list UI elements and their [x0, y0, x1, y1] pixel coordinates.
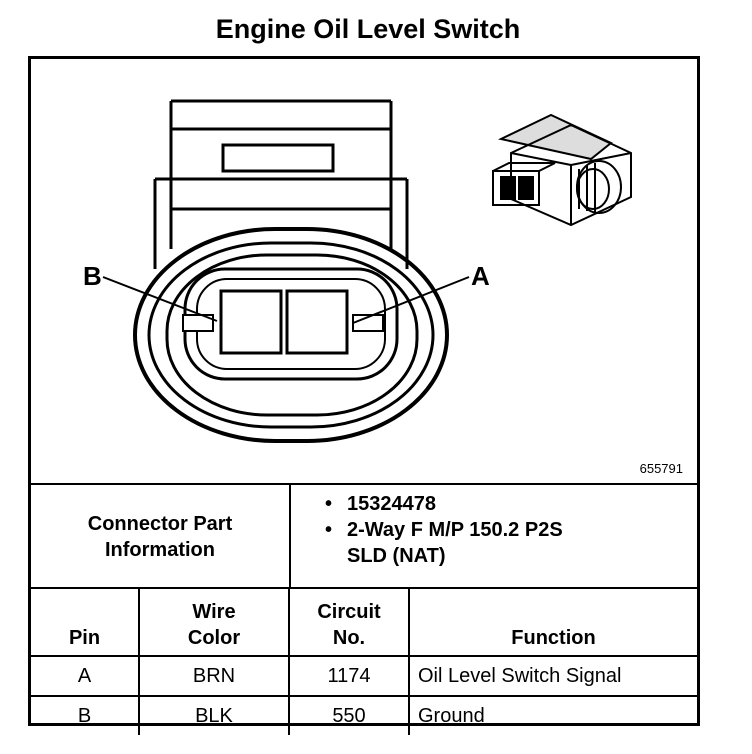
table-row: B BLK 550 Ground — [31, 695, 697, 735]
page-title: Engine Oil Level Switch — [215, 14, 521, 44]
info-label-line2: Information — [105, 539, 215, 561]
info-item-description: • 2-Way F M/P 150.2 P2S — [325, 519, 563, 541]
info-label-line1: Connector Part — [87, 513, 233, 535]
bullet-icon: • — [325, 493, 333, 515]
callout-pin-b: B — [83, 261, 102, 291]
header-pin: Pin — [31, 587, 140, 657]
cell-pin: A — [31, 655, 140, 697]
cell-wire-color: BRN — [138, 655, 290, 697]
connector-diagram: B A 655791 — [31, 59, 697, 483]
connector-frame: B A 655791 Connector Part Information • … — [28, 56, 700, 735]
table-row: A BRN 1174 Oil Level Switch Signal — [31, 655, 697, 697]
header-function: Function — [408, 587, 697, 657]
cell-wire-color: BLK — [138, 695, 290, 735]
connector-face-drawing — [102, 99, 632, 443]
cell-function: Ground — [408, 695, 697, 735]
cell-circuit: 1174 — [288, 655, 410, 697]
cell-pin: B — [31, 695, 140, 735]
connector-part-info-list: • 15324478 • 2-Way F M/P 150.2 P2S SLD (… — [321, 491, 563, 569]
connector-part-info-row: Connector Part Information • 15324478 • … — [31, 483, 697, 589]
cell-circuit: 550 — [288, 695, 410, 735]
figure-id: 655791 — [639, 461, 683, 476]
cell-function: Oil Level Switch Signal — [408, 655, 697, 697]
callout-pin-a: A — [471, 261, 490, 291]
info-item-description-cont: SLD (NAT) — [347, 545, 446, 567]
connector-part-info-label: Connector Part Information — [31, 485, 291, 589]
bullet-icon: • — [325, 519, 333, 541]
info-item-part-number: • 15324478 — [325, 493, 436, 515]
